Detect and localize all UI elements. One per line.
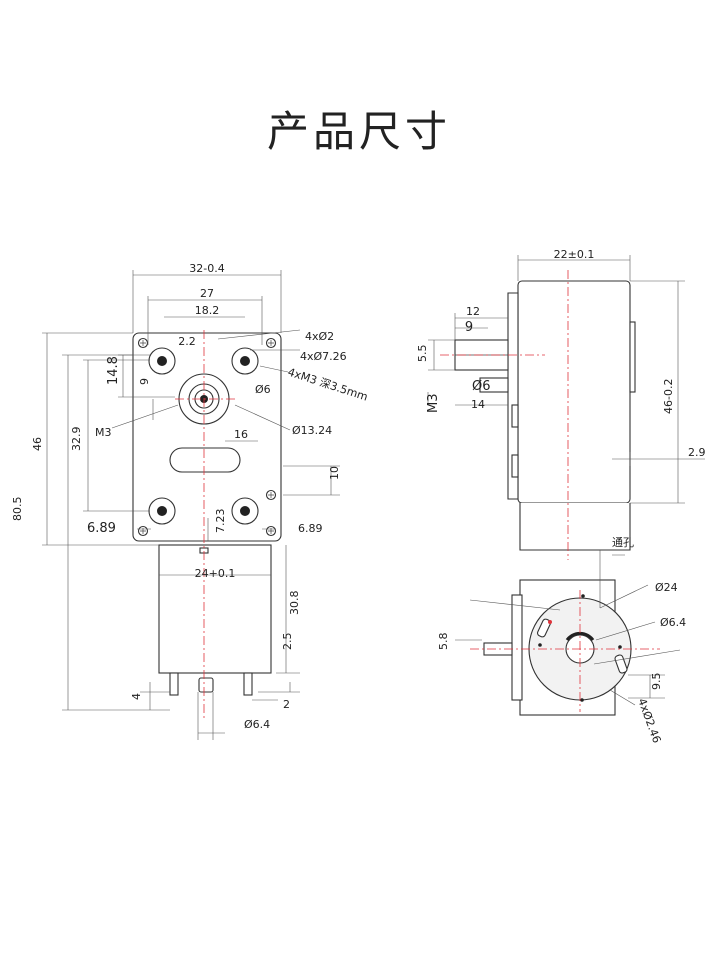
side-dim-height: 46-0.2 (662, 379, 675, 414)
dim-width-inner: 18.2 (195, 304, 220, 317)
dim-motor-width: 24+0.1 (195, 567, 236, 580)
dim-shaft-offset: 9 (138, 378, 151, 385)
dim-height-gearbox: 46 (31, 437, 44, 451)
dim-hole-small: 2.2 (178, 335, 196, 348)
dim-shaft-dia: Ø6 (255, 383, 271, 396)
side-dim-depth: 22±0.1 (554, 248, 595, 261)
dim-height-top: 14.8 (106, 356, 121, 385)
front-view: 32-0.4 27 18.2 2.2 4xØ2 4xØ7.26 4xM3 深3.… (11, 262, 369, 740)
end-dim-flange: 5.8 (437, 633, 450, 651)
side-dim-shaft-len: 12 (466, 305, 480, 318)
end-view: 通孔 Ø24 Ø6.4 9.5 4xØ2.46 5.8 (437, 536, 686, 745)
end-dim-shaft-dia: Ø6.4 (660, 616, 686, 629)
side-dim-base-len: 14 (471, 398, 485, 411)
side-view: 22±0.1 12 9 5.5 Ø6 M3 14 46-0.2 2.9 (416, 248, 706, 560)
dim-right-edge: 6.89 (298, 522, 323, 535)
dim-left-edge: 6.89 (87, 521, 116, 536)
end-dim-slot-offset: 9.5 (650, 673, 663, 691)
dim-right-gap: 10 (328, 466, 341, 480)
dim-height-overall: 80.5 (11, 497, 24, 522)
dim-motor-shaft: Ø6.4 (244, 718, 270, 731)
gearbox-body (132, 332, 282, 542)
dim-slot-len: 16 (234, 428, 248, 441)
page-title: 产品尺寸 (266, 107, 451, 156)
spec-holes-2: 4xØ2 (305, 330, 334, 343)
dim-boss-dia: Ø13.24 (292, 424, 332, 437)
motor-terminals (169, 672, 253, 696)
dim-bottom-gap: 7.23 (214, 509, 227, 534)
gearbox-slot (169, 447, 241, 473)
dim-terminal-len: 2.5 (281, 633, 294, 651)
dim-width-overall: 32-0.4 (189, 262, 224, 275)
end-dim-motor-dia: Ø24 (655, 581, 678, 594)
side-dim-flat-len: 9 (465, 320, 473, 335)
dim-terminal-width: 2 (283, 698, 290, 711)
side-dim-shaft-dia: Ø6 (472, 379, 491, 394)
spec-holes-726: 4xØ7.26 (300, 350, 347, 363)
side-dim-thread: M3 (426, 394, 441, 414)
dim-motor-length: 30.8 (288, 591, 301, 616)
dim-thread: M3 (95, 426, 112, 439)
end-dim-holes: 4xØ2.46 (635, 697, 663, 745)
spec-holes-m3: 4xM3 深3.5mm (286, 365, 369, 403)
side-dim-flat-height: 5.5 (416, 345, 429, 363)
side-gearbox (517, 280, 631, 504)
dim-width-holes: 27 (200, 287, 214, 300)
motor-body (158, 544, 272, 674)
side-dim-offset: 2.9 (688, 446, 706, 459)
dim-height-holes: 32.9 (70, 427, 83, 452)
mounting-holes (148, 347, 259, 525)
end-through-hole: 通孔 (612, 536, 634, 549)
dim-terminal-height: 4 (130, 693, 143, 700)
